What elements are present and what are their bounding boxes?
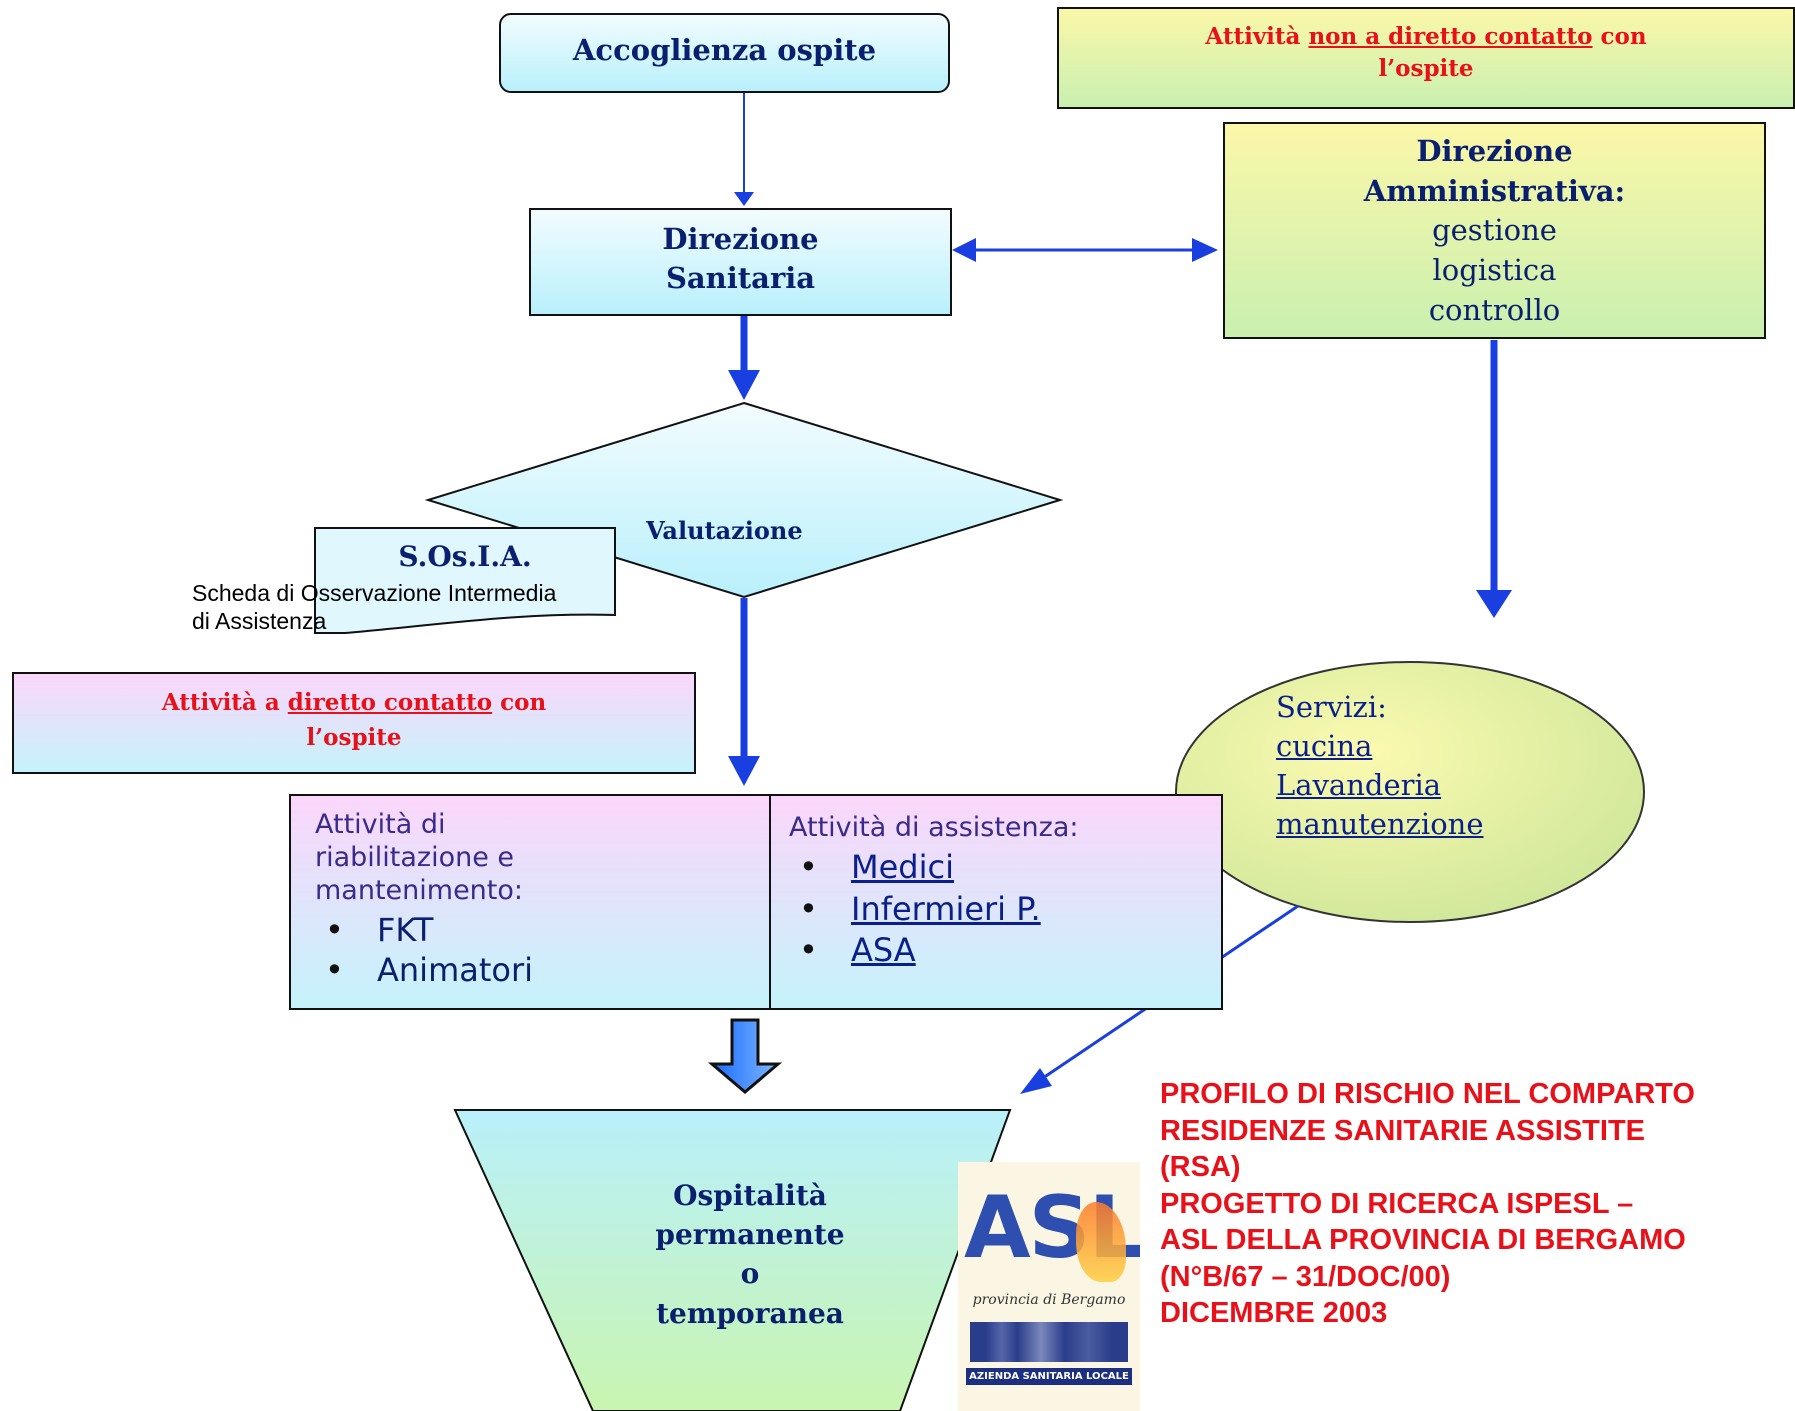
non-diretto-line2: l’ospite	[1378, 55, 1474, 83]
non-diretto-prefix: Attività	[1205, 23, 1309, 50]
asl-logo-skyline	[970, 1322, 1128, 1362]
direzione-sanitaria-line1: Direzione	[662, 222, 819, 256]
servizi-ellipse	[1175, 661, 1645, 923]
direzione-sanitaria-line2: Sanitaria	[665, 261, 816, 296]
big-down-arrow	[707, 1018, 783, 1094]
riabilitazione-line2: riabilitazione e	[315, 842, 515, 874]
riabilitazione-list: FKT Animatori	[315, 910, 769, 990]
amministrativa-line2: Amministrativa:	[1363, 173, 1626, 208]
riabilitazione-line3: mantenimento:	[315, 875, 523, 907]
arrowhead-ospitalita-diagonal	[1020, 1068, 1052, 1094]
servizi-link-lavanderia[interactable]: Lavanderia	[1276, 768, 1442, 803]
non-diretto-underlined: non a diretto contatto	[1308, 23, 1593, 50]
sosia-line2: di Assistenza	[192, 607, 327, 634]
riabilitazione-item-animatori: Animatori	[315, 950, 769, 990]
servizi-title: Servizi:	[1276, 690, 1387, 724]
footer-line7: DICEMBRE 2003	[1160, 1297, 1388, 1330]
amministrativa-line1: Direzione	[1416, 134, 1573, 168]
diretto-prefix: Attività a	[161, 689, 288, 716]
assistenza-list: Medici Infermieri P. ASA	[789, 847, 1221, 972]
ospitalita-line2: permanente	[655, 1218, 845, 1252]
riabilitazione-cell: Attività di riabilitazione e manteniment…	[291, 796, 771, 1008]
footer-text: PROFILO DI RISCHIO NEL COMPARTO RESIDENZ…	[1160, 1076, 1795, 1332]
assistenza-link-asa[interactable]: ASA	[851, 931, 916, 970]
diretto-box: Attività a diretto contatto con l’ospite	[12, 672, 696, 774]
sosia-description: Scheda di Osservazione Intermedia di Ass…	[192, 580, 556, 635]
ospitalita-text: Ospitalità permanente o temporanea	[590, 1176, 910, 1333]
arrowhead-accoglienza	[734, 192, 754, 206]
ospitalita-line3: o	[740, 1257, 760, 1291]
servizi-link-manutenzione[interactable]: manutenzione	[1276, 807, 1484, 842]
diretto-underlined: diretto contatto	[287, 689, 493, 716]
arrowhead-valutazione	[728, 370, 760, 400]
assistenza-heading: Attività di assistenza:	[789, 812, 1079, 843]
arrowhead-attivita	[728, 756, 760, 786]
accoglienza-label: Accoglienza ospite	[572, 33, 877, 67]
ospitalita-trapezoid	[453, 1109, 1012, 1411]
ospitalita-line1: Ospitalità	[673, 1179, 827, 1212]
valutazione-label: Valutazione	[646, 516, 803, 545]
non-diretto-suffix: con	[1592, 23, 1647, 50]
footer-line6: (N°B/67 – 31/DOC/00)	[1160, 1260, 1451, 1293]
amministrativa-item-controllo: controllo	[1428, 292, 1561, 327]
arrowhead-servizi	[1476, 590, 1512, 618]
footer-line4: PROGETTO DI RICERCA ISPESL –	[1160, 1187, 1634, 1220]
asl-logo: ASL provincia di Bergamo AZIENDA SANITAR…	[958, 1162, 1140, 1411]
footer-line1: PROFILO DI RISCHIO NEL COMPARTO	[1160, 1078, 1695, 1110]
footer-line5: ASL DELLA PROVINCIA DI BERGAMO	[1160, 1224, 1686, 1257]
footer-line3: (RSA)	[1160, 1151, 1241, 1184]
ospitalita-line4: temporanea	[656, 1296, 844, 1330]
direzione-amministrativa-box: Direzione Amministrativa: gestione logis…	[1223, 122, 1766, 339]
servizi-link-cucina[interactable]: cucina	[1276, 729, 1373, 764]
assistenza-link-medici[interactable]: Medici	[851, 848, 954, 887]
arrowhead-left	[952, 238, 976, 262]
sosia-title: S.Os.I.A.	[398, 540, 532, 573]
non-diretto-box: Attività non a diretto contatto con l’os…	[1057, 7, 1795, 109]
asl-logo-subtitle: provincia di Bergamo	[972, 1292, 1126, 1308]
amministrativa-item-gestione: gestione	[1432, 213, 1557, 248]
arrowhead-right	[1192, 238, 1218, 262]
assistenza-link-infermieri[interactable]: Infermieri P.	[851, 889, 1041, 928]
attivita-table: Attività di riabilitazione e manteniment…	[289, 794, 1223, 1010]
amministrativa-item-logistica: logistica	[1432, 253, 1557, 288]
assistenza-cell: Attività di assistenza: Medici Infermier…	[771, 796, 1221, 1008]
riabilitazione-line1: Attività di	[315, 809, 446, 840]
accoglienza-box: Accoglienza ospite	[499, 13, 950, 93]
direzione-sanitaria-box: Direzione Sanitaria	[529, 208, 952, 316]
servizi-text: Servizi: cucina Lavanderia manutenzione	[1276, 688, 1484, 845]
diretto-line2: l’ospite	[306, 723, 402, 751]
footer-line2: RESIDENZE SANITARIE ASSISTITE	[1160, 1114, 1645, 1147]
riabilitazione-item-fkt: FKT	[315, 910, 769, 950]
diretto-suffix: con	[492, 689, 547, 716]
asl-logo-bottom: AZIENDA SANITARIA LOCALE	[966, 1368, 1132, 1385]
sosia-document	[314, 527, 616, 634]
sosia-line1: Scheda di Osservazione Intermedia	[192, 580, 557, 606]
